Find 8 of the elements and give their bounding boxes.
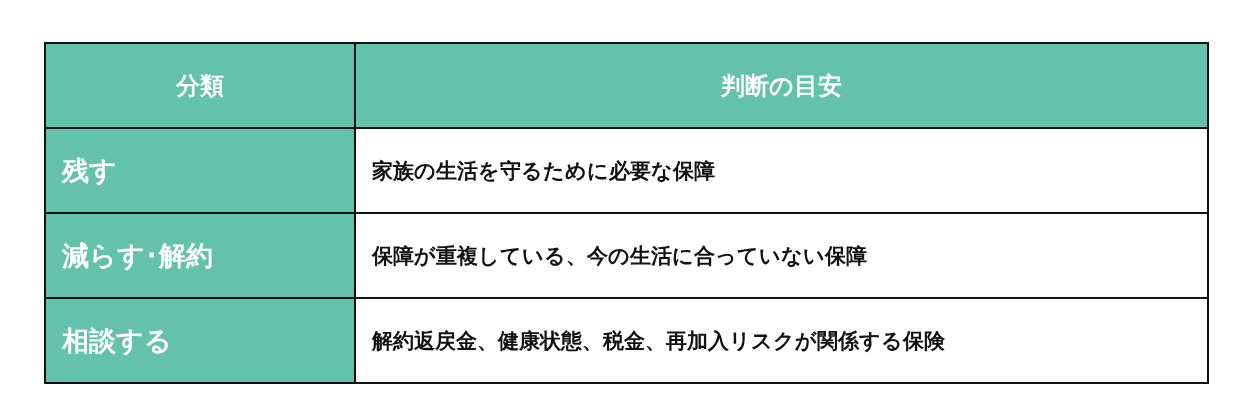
category-cell: 減らす･解約 xyxy=(45,213,355,298)
category-cell: 残す xyxy=(45,128,355,213)
header-cell: 判断の目安 xyxy=(355,43,1208,128)
criteria-cell: 家族の生活を守るために必要な保障 xyxy=(355,128,1208,213)
criteria-cell: 解約返戻金、健康状態、税金、再加入リスクが関係する保険 xyxy=(355,298,1208,383)
category-cell: 相談する xyxy=(45,298,355,383)
criteria-cell: 保障が重複している、今の生活に合っていない保障 xyxy=(355,213,1208,298)
header-cell: 分類 xyxy=(45,43,355,128)
